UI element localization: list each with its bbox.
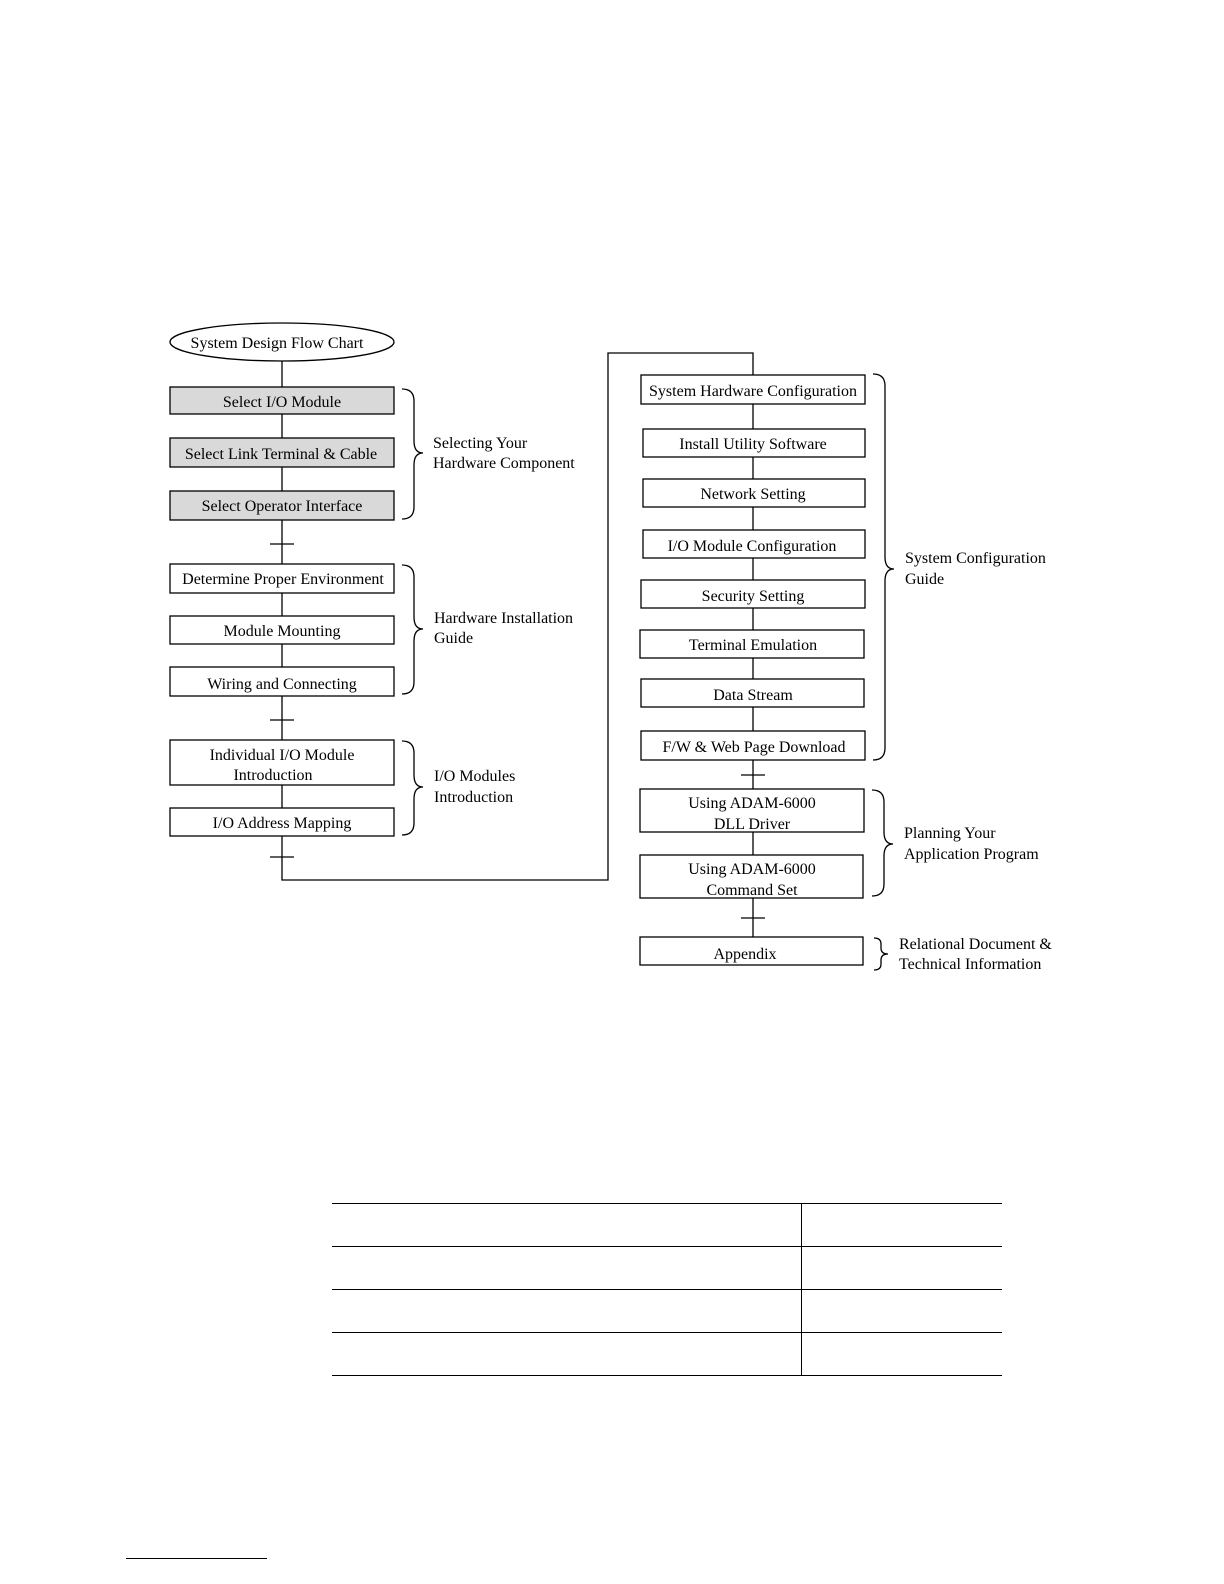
right-connectors	[741, 404, 765, 937]
group-label: Relational Document &	[899, 936, 1052, 953]
step-label: Install Utility Software	[679, 436, 827, 453]
step-select-io-module: Select I/O Module	[169, 386, 395, 415]
flow-start: System Design Flow Chart	[169, 322, 395, 362]
table-row	[332, 1332, 1002, 1376]
table-row	[332, 1246, 1002, 1290]
brace-system-config	[872, 373, 895, 761]
step-label: Select Operator Interface	[202, 498, 363, 515]
step-label: Terminal Emulation	[689, 637, 817, 654]
step-label: Using ADAM-6000	[688, 861, 816, 878]
group-label: Planning Your	[904, 825, 996, 842]
table-cell	[801, 1332, 1002, 1376]
step-individual-io-module: Individual I/O Module Introduction	[169, 739, 395, 786]
step-label: Command Set	[706, 882, 798, 899]
step-select-operator-interface: Select Operator Interface	[169, 490, 395, 521]
group-label: Hardware Component	[433, 455, 575, 472]
left-connectors	[270, 352, 754, 881]
step-label: I/O Address Mapping	[213, 815, 352, 832]
step-label: Select Link Terminal & Cable	[185, 446, 377, 463]
step-label: Select I/O Module	[223, 394, 341, 411]
step-io-address-mapping: I/O Address Mapping	[169, 807, 395, 837]
group-labels: Selecting Your Hardware Component Hardwa…	[433, 435, 1052, 973]
step-label: Introduction	[233, 767, 312, 784]
step-label: I/O Module Configuration	[668, 538, 837, 555]
step-select-link-terminal: Select Link Terminal & Cable	[169, 437, 395, 468]
group-label: I/O Modules	[434, 768, 515, 785]
table-cell	[332, 1203, 802, 1247]
step-data-stream: Data Stream	[640, 678, 865, 708]
step-fw-web-download: F/W & Web Page Download	[640, 730, 866, 761]
group-label: System Configuration	[905, 550, 1046, 567]
group-label: Hardware Installation	[434, 610, 573, 627]
step-label: Network Setting	[700, 486, 805, 503]
group-label: Guide	[905, 571, 944, 588]
step-appendix: Appendix	[639, 936, 864, 966]
step-module-mounting: Module Mounting	[169, 615, 395, 645]
table-cell	[332, 1246, 802, 1290]
group-label: Guide	[434, 630, 473, 647]
step-command-set: Using ADAM-6000 Command Set	[639, 854, 864, 899]
step-label: Data Stream	[713, 687, 793, 704]
brace-io-modules	[401, 740, 424, 836]
step-label: Module Mounting	[224, 623, 341, 640]
step-label: Wiring and Connecting	[207, 676, 357, 693]
table-cell	[332, 1289, 802, 1333]
table-cell	[801, 1203, 1002, 1247]
step-determine-environment: Determine Proper Environment	[169, 563, 395, 594]
group-label: Introduction	[434, 789, 513, 806]
group-braces	[401, 373, 895, 971]
step-terminal-emulation: Terminal Emulation	[639, 629, 865, 659]
step-io-module-config: I/O Module Configuration	[642, 529, 866, 559]
table-row	[332, 1289, 1002, 1333]
step-label: Determine Proper Environment	[182, 571, 384, 588]
brace-relational	[873, 937, 889, 971]
group-label: Technical Information	[899, 956, 1041, 973]
step-label: DLL Driver	[714, 816, 791, 833]
step-system-hardware-config: System Hardware Configuration	[640, 374, 866, 405]
step-label: Appendix	[713, 946, 776, 963]
step-label: Using ADAM-6000	[688, 795, 816, 812]
table-row	[332, 1203, 1002, 1247]
table-cell	[332, 1332, 802, 1376]
brace-hardware-component	[401, 388, 424, 520]
step-label: Individual I/O Module	[210, 747, 355, 764]
step-label: System Hardware Configuration	[649, 383, 857, 400]
empty-table	[332, 1203, 1002, 1376]
table-cell	[801, 1246, 1002, 1290]
group-label: Application Program	[904, 846, 1039, 863]
step-label: F/W & Web Page Download	[663, 739, 846, 756]
step-install-utility: Install Utility Software	[642, 428, 866, 458]
group-label: Selecting Your	[433, 435, 528, 452]
step-label: Security Setting	[702, 588, 805, 605]
brace-hardware-installation	[401, 564, 424, 695]
step-network-setting: Network Setting	[642, 478, 866, 508]
step-dll-driver: Using ADAM-6000 DLL Driver	[639, 788, 865, 833]
table-cell	[801, 1289, 1002, 1333]
footnote-rule	[126, 1558, 267, 1559]
step-security-setting: Security Setting	[640, 579, 866, 609]
step-wiring-connecting: Wiring and Connecting	[169, 666, 395, 697]
brace-planning	[871, 789, 894, 897]
flow-start-label: System Design Flow Chart	[191, 335, 364, 352]
